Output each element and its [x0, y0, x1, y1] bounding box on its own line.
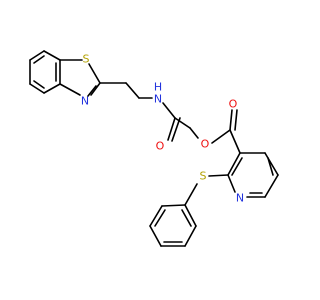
bond — [264, 152, 279, 176]
bond — [267, 157, 274, 176]
bond — [33, 80, 45, 89]
bond — [154, 209, 166, 227]
nitrogen-amide-label: N — [154, 93, 162, 106]
bond — [227, 174, 236, 193]
bond — [184, 225, 197, 247]
bond — [29, 83, 45, 94]
bond — [181, 209, 192, 227]
bond — [231, 157, 243, 176]
bond — [234, 109, 238, 131]
bond — [33, 55, 45, 64]
bond — [161, 204, 186, 207]
oxygen-ester-carbonyl-label: O — [229, 98, 238, 111]
bond — [184, 183, 198, 206]
oxygen-ester-single-label: O — [201, 138, 210, 151]
bond-lines — [29, 50, 279, 247]
bond — [174, 117, 191, 129]
sulfur-thiazole-label: S — [83, 53, 90, 66]
bond — [184, 204, 197, 227]
bond — [162, 102, 176, 119]
sulfur-thioether-label: S — [200, 170, 207, 183]
bond — [211, 129, 231, 144]
bond — [208, 174, 229, 177]
oxygen-amide-label: O — [156, 140, 165, 153]
bond — [229, 129, 241, 154]
nitrogen-pyridine-label: N — [236, 192, 244, 205]
bond — [90, 82, 101, 96]
bond — [149, 205, 163, 227]
bond — [125, 82, 140, 99]
bond — [29, 50, 45, 61]
bond — [264, 174, 279, 198]
bond — [229, 109, 233, 131]
molecule-structure-drawing: S N N H O O O S N — [29, 50, 279, 247]
hydrogen-amide-label: H — [154, 81, 162, 94]
bond — [59, 83, 81, 96]
bond — [43, 50, 61, 61]
bond — [87, 85, 97, 97]
bond — [167, 117, 176, 141]
bond — [43, 83, 61, 94]
bond — [171, 117, 181, 142]
bond — [149, 225, 162, 247]
nitrogen-thiazole-label: N — [81, 95, 89, 108]
bond — [189, 127, 199, 139]
bond — [227, 152, 241, 176]
bond — [88, 63, 101, 84]
atom-labels: S N N H O O O S N — [81, 53, 244, 205]
